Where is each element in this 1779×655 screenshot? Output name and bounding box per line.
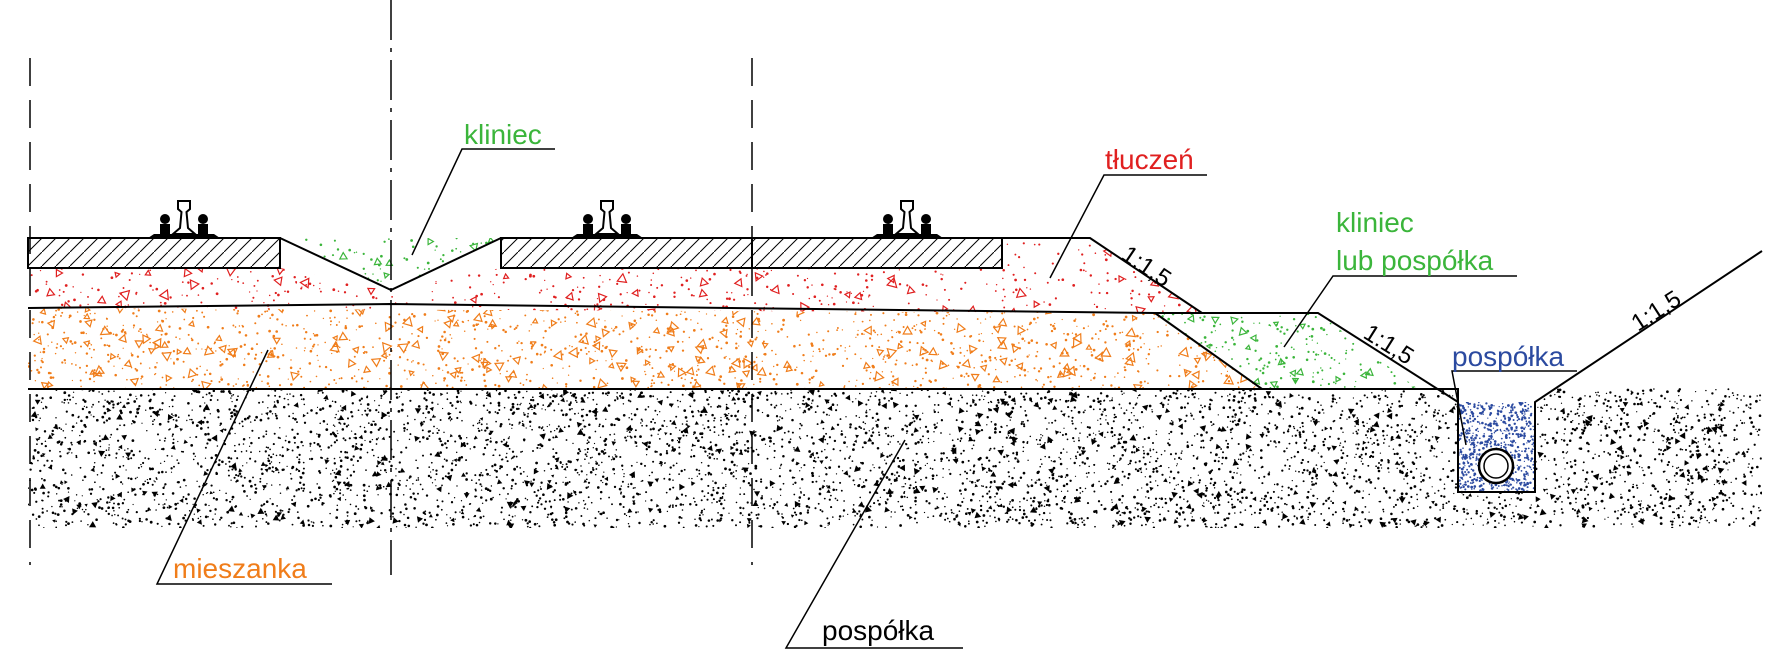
label-pospolka-drain: pospółka (1452, 341, 1565, 372)
label-kliniec-side-line1: kliniec (1336, 207, 1414, 238)
label-tluczen: tłuczeń (1105, 144, 1194, 175)
label-pospolka-bottom: pospółka (822, 615, 935, 646)
label-mieszanka: mieszanka (173, 553, 307, 584)
kliniec-v-texture (285, 238, 500, 290)
rail-icon (148, 200, 220, 238)
tluczen-leader (1049, 174, 1207, 279)
kliniec-side-leader (1283, 275, 1517, 348)
slope-label-1: 1:1,5 (1117, 241, 1176, 293)
sleeper-left (27, 237, 281, 269)
subgrade-top-edge (28, 388, 1459, 402)
drain-pospolka-leader (1451, 370, 1577, 446)
mieszanka-layer-texture (28, 308, 1262, 389)
pospolka-subgrade-texture (28, 385, 1762, 528)
kliniec-side-edge (1155, 312, 1459, 403)
slope-label-2: 1:1,5 (1359, 319, 1419, 370)
label-kliniec-side-line2: lub pospółka (1336, 245, 1494, 276)
sleeper-right (751, 237, 1003, 269)
pospolka-bottom-leader (784, 439, 963, 649)
drain-pipe-inner-icon (1483, 453, 1509, 479)
mieszanka-top-edge (27, 302, 1156, 314)
mieszanka-leader (155, 349, 332, 585)
rail-icon (571, 200, 643, 238)
rail-icon (871, 200, 943, 238)
rails-group (148, 200, 943, 238)
kliniec-top-leader (411, 148, 555, 256)
mieszanka-slope-edge (1154, 312, 1263, 390)
drain-trench-edge (1457, 250, 1763, 493)
sleeper-middle (500, 237, 753, 269)
label-kliniec-top: kliniec (464, 119, 542, 150)
ballast-top-edge (1002, 237, 1203, 314)
slope-label-3: 1:1,5 (1627, 285, 1686, 337)
